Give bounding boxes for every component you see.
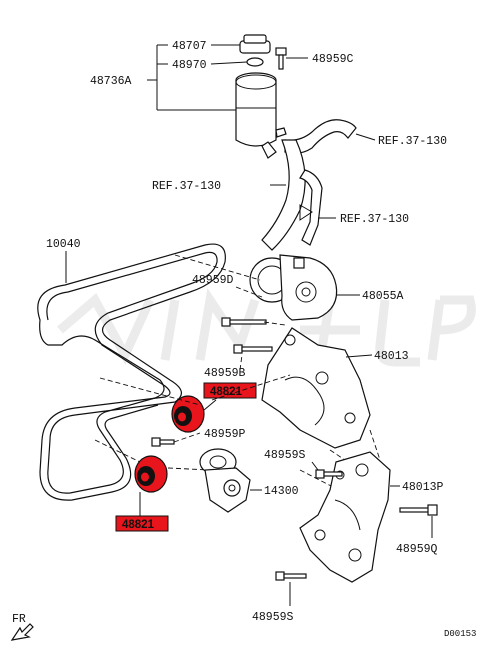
hose-upper-icon — [284, 119, 376, 154]
leader-48959d — [235, 286, 263, 298]
watermark — [57, 288, 476, 367]
leader-48959d-bolt — [263, 321, 286, 326]
label-box-48821-lower — [115, 515, 169, 532]
idler-pulley-upper-icon — [171, 395, 217, 433]
label-ref-mid-left: REF.37-130 — [152, 180, 221, 193]
label-ref-upper: REF.37-130 — [378, 135, 447, 148]
diagram-code: D00153 — [444, 629, 476, 639]
label-48055a: 48055A — [362, 290, 404, 303]
label-48821-lower: 48821 — [122, 519, 155, 531]
bolt-48959p-icon — [151, 437, 175, 447]
reservoir-leader-lines — [147, 44, 308, 111]
label-48013p: 48013P — [402, 481, 444, 494]
label-48959d: 48959D — [192, 274, 234, 287]
leader-48959p — [173, 432, 201, 443]
leader-48959b — [239, 354, 243, 371]
bolt-48959b-icon — [233, 344, 273, 354]
label-48959s-low: 48959S — [252, 611, 294, 624]
label-ref-mid-right: REF.37-130 — [340, 213, 409, 226]
front-marker-label: FR — [12, 613, 26, 626]
hose-return-icon — [299, 169, 336, 246]
label-48959s-mid: 48959S — [264, 449, 306, 462]
label-48959c: 48959C — [312, 53, 354, 66]
front-arrow-icon — [10, 623, 34, 641]
label-48707: 48707 — [172, 40, 207, 53]
bolt-48959c-icon — [275, 47, 287, 70]
bracket-48013-icon — [261, 327, 373, 449]
label-box-48821-upper — [203, 382, 257, 399]
label-48970: 48970 — [172, 59, 207, 72]
oring-icon — [246, 57, 264, 67]
bolt-48959d-icon — [221, 317, 267, 327]
drive-belt-icon — [37, 243, 226, 501]
bracket-48013p-icon — [299, 451, 400, 583]
label-48959q: 48959Q — [396, 543, 438, 556]
label-48736a: 48736A — [90, 75, 132, 88]
label-14300: 14300 — [264, 485, 299, 498]
label-10040: 10040 — [46, 238, 81, 251]
idler-pulley-lower-icon — [134, 455, 168, 516]
leader-48959s-mid — [311, 461, 319, 471]
label-48013: 48013 — [374, 350, 409, 363]
power-steering-pump-icon — [249, 254, 360, 321]
label-48821-upper: 48821 — [210, 386, 243, 398]
tensioner-icon — [199, 448, 262, 513]
bolt-48959s-mid-icon — [315, 469, 343, 479]
bolt-48959q-icon — [399, 504, 438, 516]
label-48959p: 48959P — [204, 428, 246, 441]
reservoir-icon — [235, 72, 287, 159]
reservoir-cap-icon — [239, 34, 271, 54]
label-48959b: 48959B — [204, 367, 246, 380]
bolt-48959s-low-icon — [275, 571, 307, 581]
